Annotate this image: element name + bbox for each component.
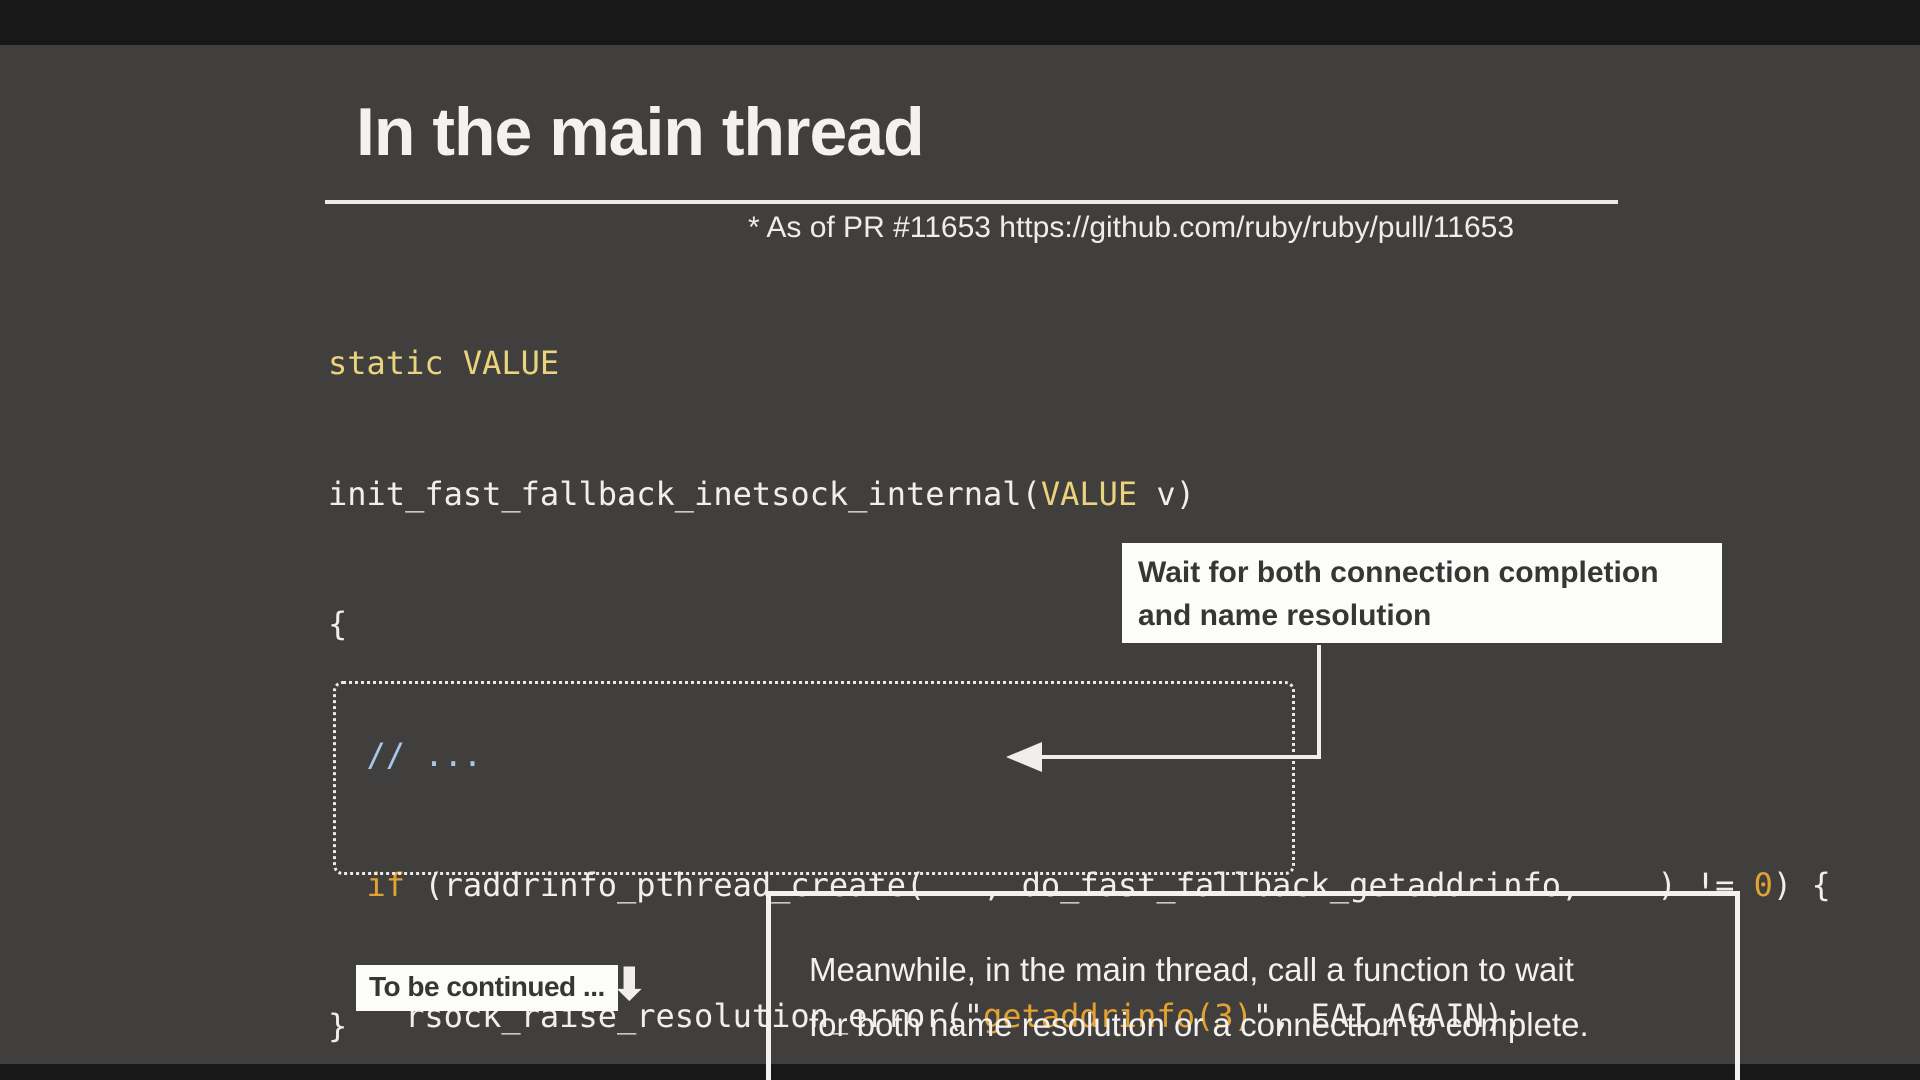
code-line: { xyxy=(328,605,348,643)
meanwhile-annotation-box: Meanwhile, in the main thread, call a fu… xyxy=(766,891,1740,1080)
wait-annotation-line1: Wait for both connection completion xyxy=(1138,556,1659,589)
highlight-dotted-box xyxy=(333,681,1295,875)
connector-vertical-line xyxy=(1317,645,1321,757)
to-be-continued-badge: To be continued ... xyxy=(356,965,618,1011)
meanwhile-line1: Meanwhile, in the main thread, call a fu… xyxy=(809,951,1574,988)
pr-reference-note: * As of PR #11653 https://github.com/rub… xyxy=(748,211,1515,244)
slide-title: In the main thread xyxy=(356,94,925,170)
code-line: static VALUE xyxy=(328,344,560,382)
connector-horizontal-line xyxy=(1040,755,1321,759)
code-closing-brace: } xyxy=(328,1007,348,1045)
code-line-comment: // ... xyxy=(328,735,483,774)
down-arrow-icon: ⬇ xyxy=(610,957,649,1011)
slide-background: In the main thread * As of PR #11653 htt… xyxy=(0,45,1920,1080)
title-underline xyxy=(325,200,1618,204)
code-line: init_fast_fallback_inetsock_internal(VAL… xyxy=(328,474,1195,513)
left-arrow-icon xyxy=(1006,742,1042,772)
meanwhile-line2: for both name resolution or a connection… xyxy=(809,1006,1589,1043)
wait-annotation-line2: and name resolution xyxy=(1138,599,1432,632)
wait-annotation-box: Wait for both connection completion and … xyxy=(1122,543,1722,643)
